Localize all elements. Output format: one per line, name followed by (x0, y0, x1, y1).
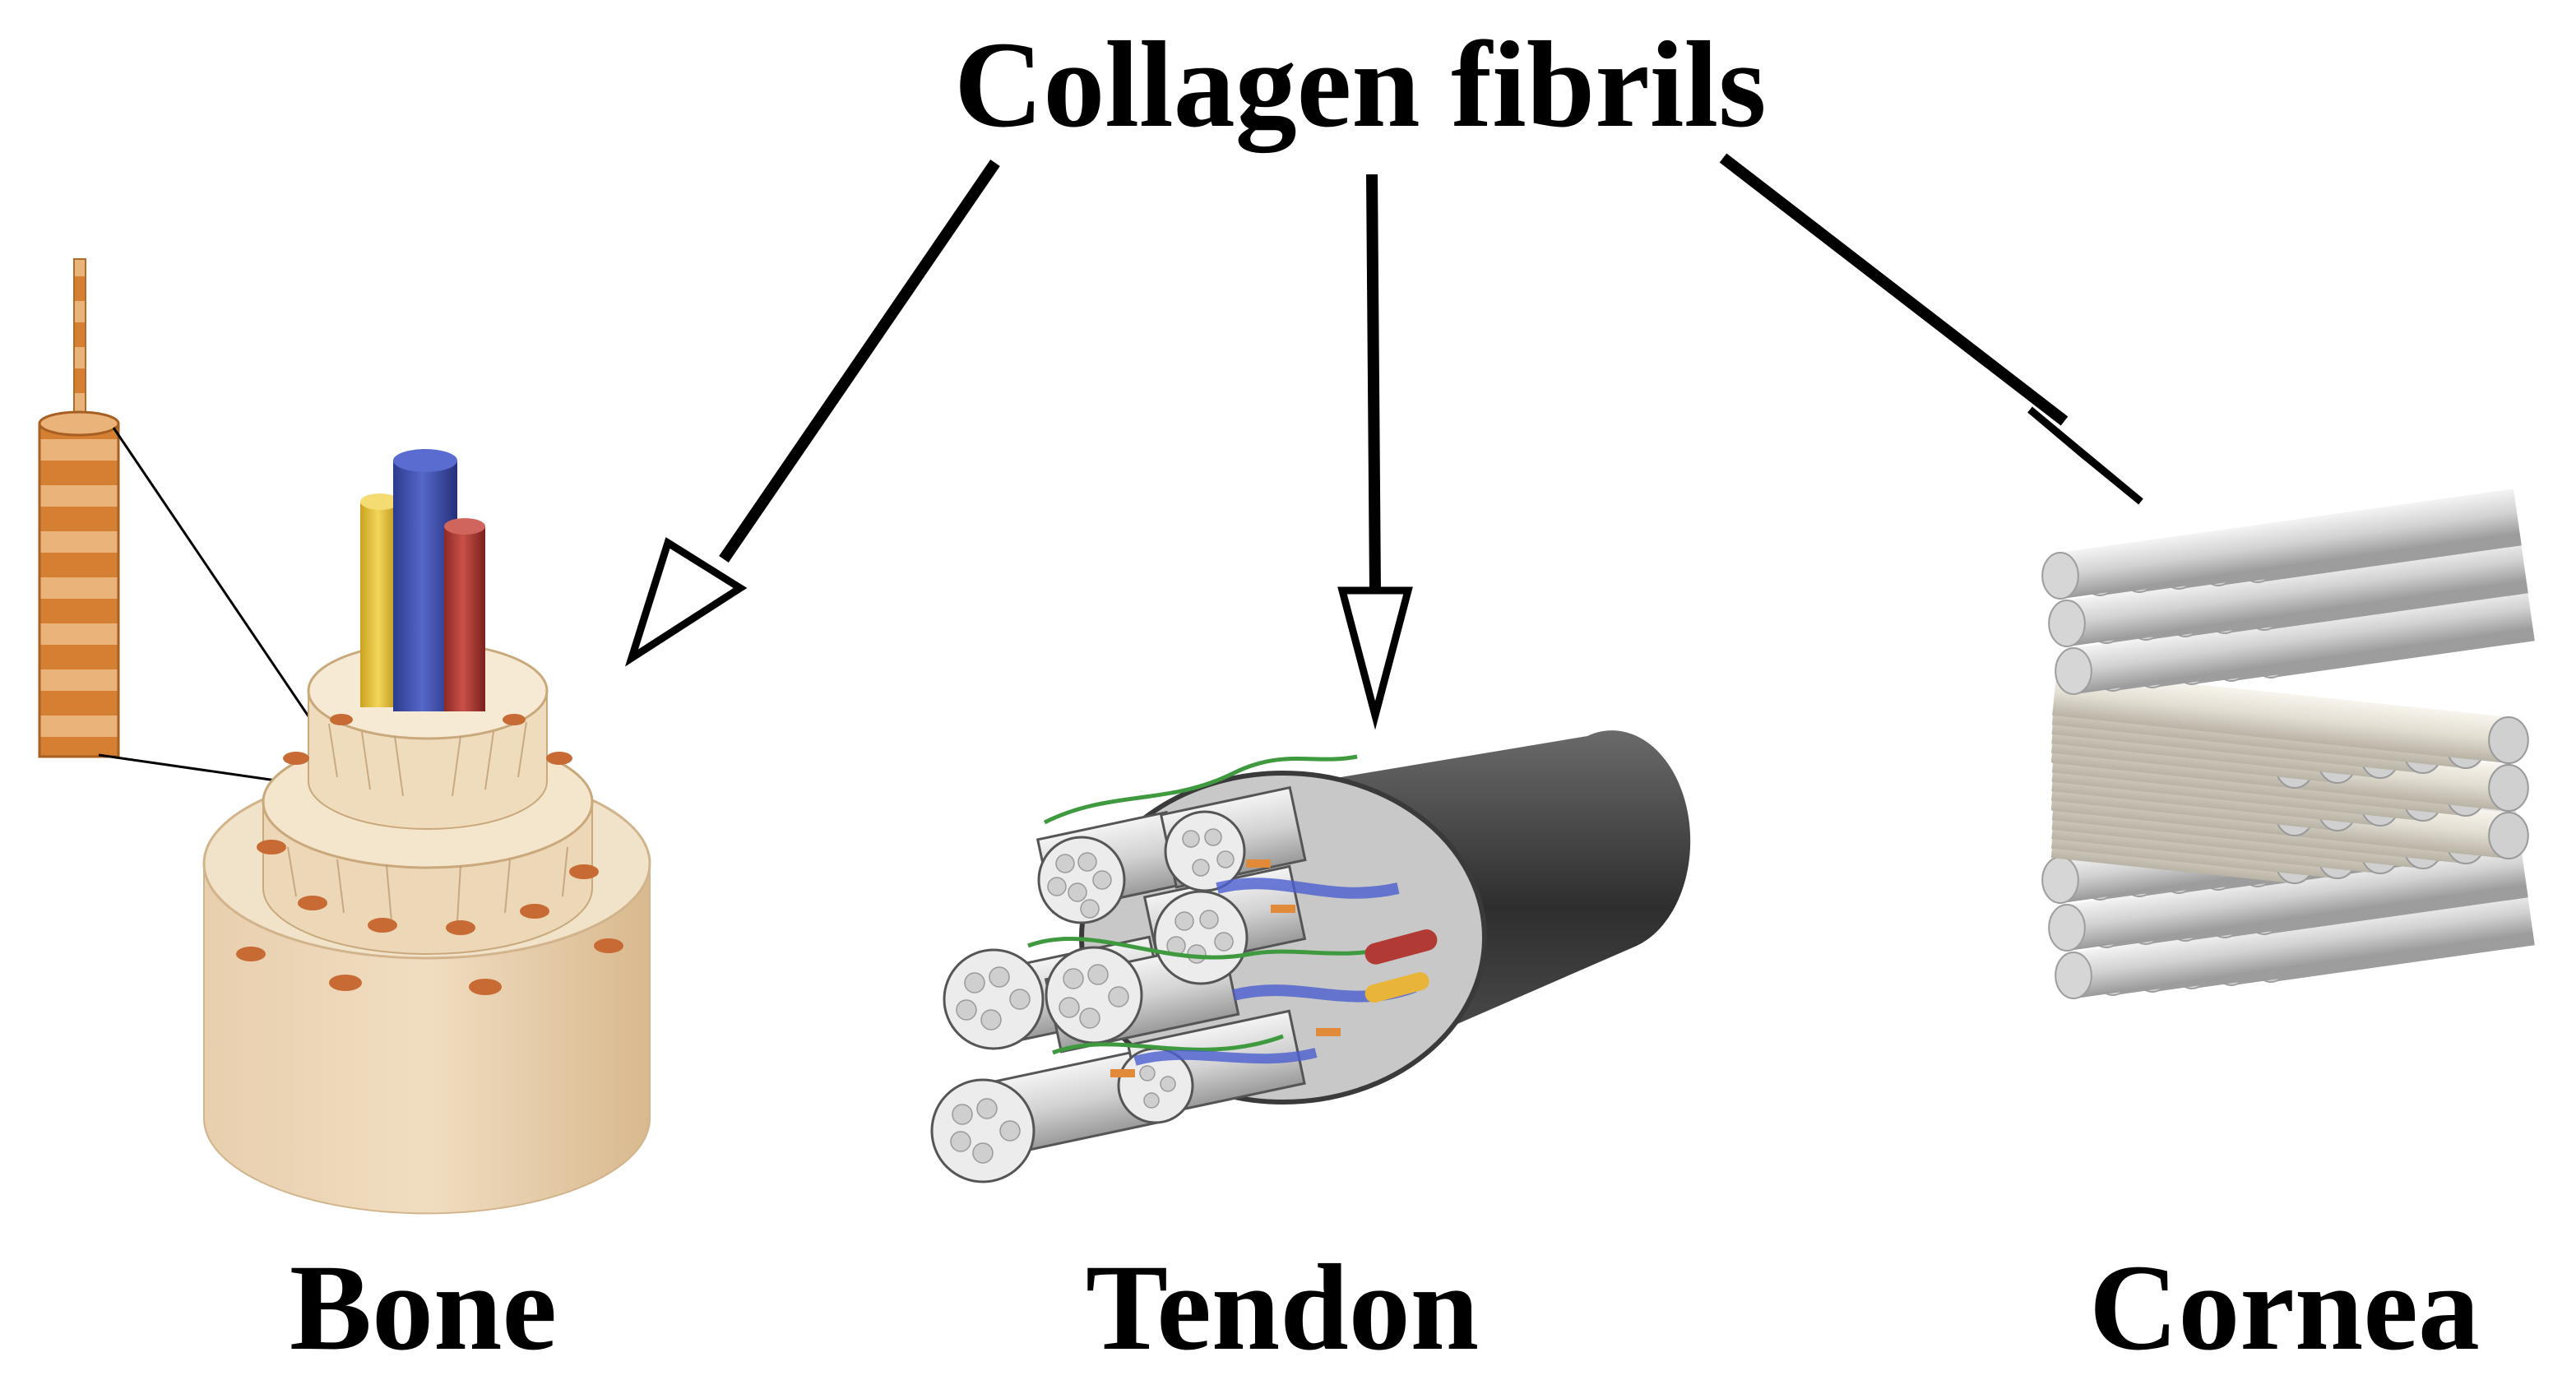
tendon-label: Tendon (1086, 1239, 1480, 1376)
collagen-fibril-detail (38, 258, 372, 790)
arrow-to-tendon (1337, 174, 1413, 730)
arrow-to-cornea (1719, 153, 2143, 505)
title: Collagen fibrils (954, 16, 1767, 153)
bone-illustration (38, 258, 651, 1215)
blood-vessels (360, 449, 485, 711)
tendon-illustration (930, 730, 1691, 1183)
cornea-label: Cornea (2089, 1239, 2480, 1376)
cornea-illustration (2041, 489, 2535, 999)
arrow-to-bone (624, 160, 1000, 667)
bone-label: Bone (290, 1239, 558, 1376)
